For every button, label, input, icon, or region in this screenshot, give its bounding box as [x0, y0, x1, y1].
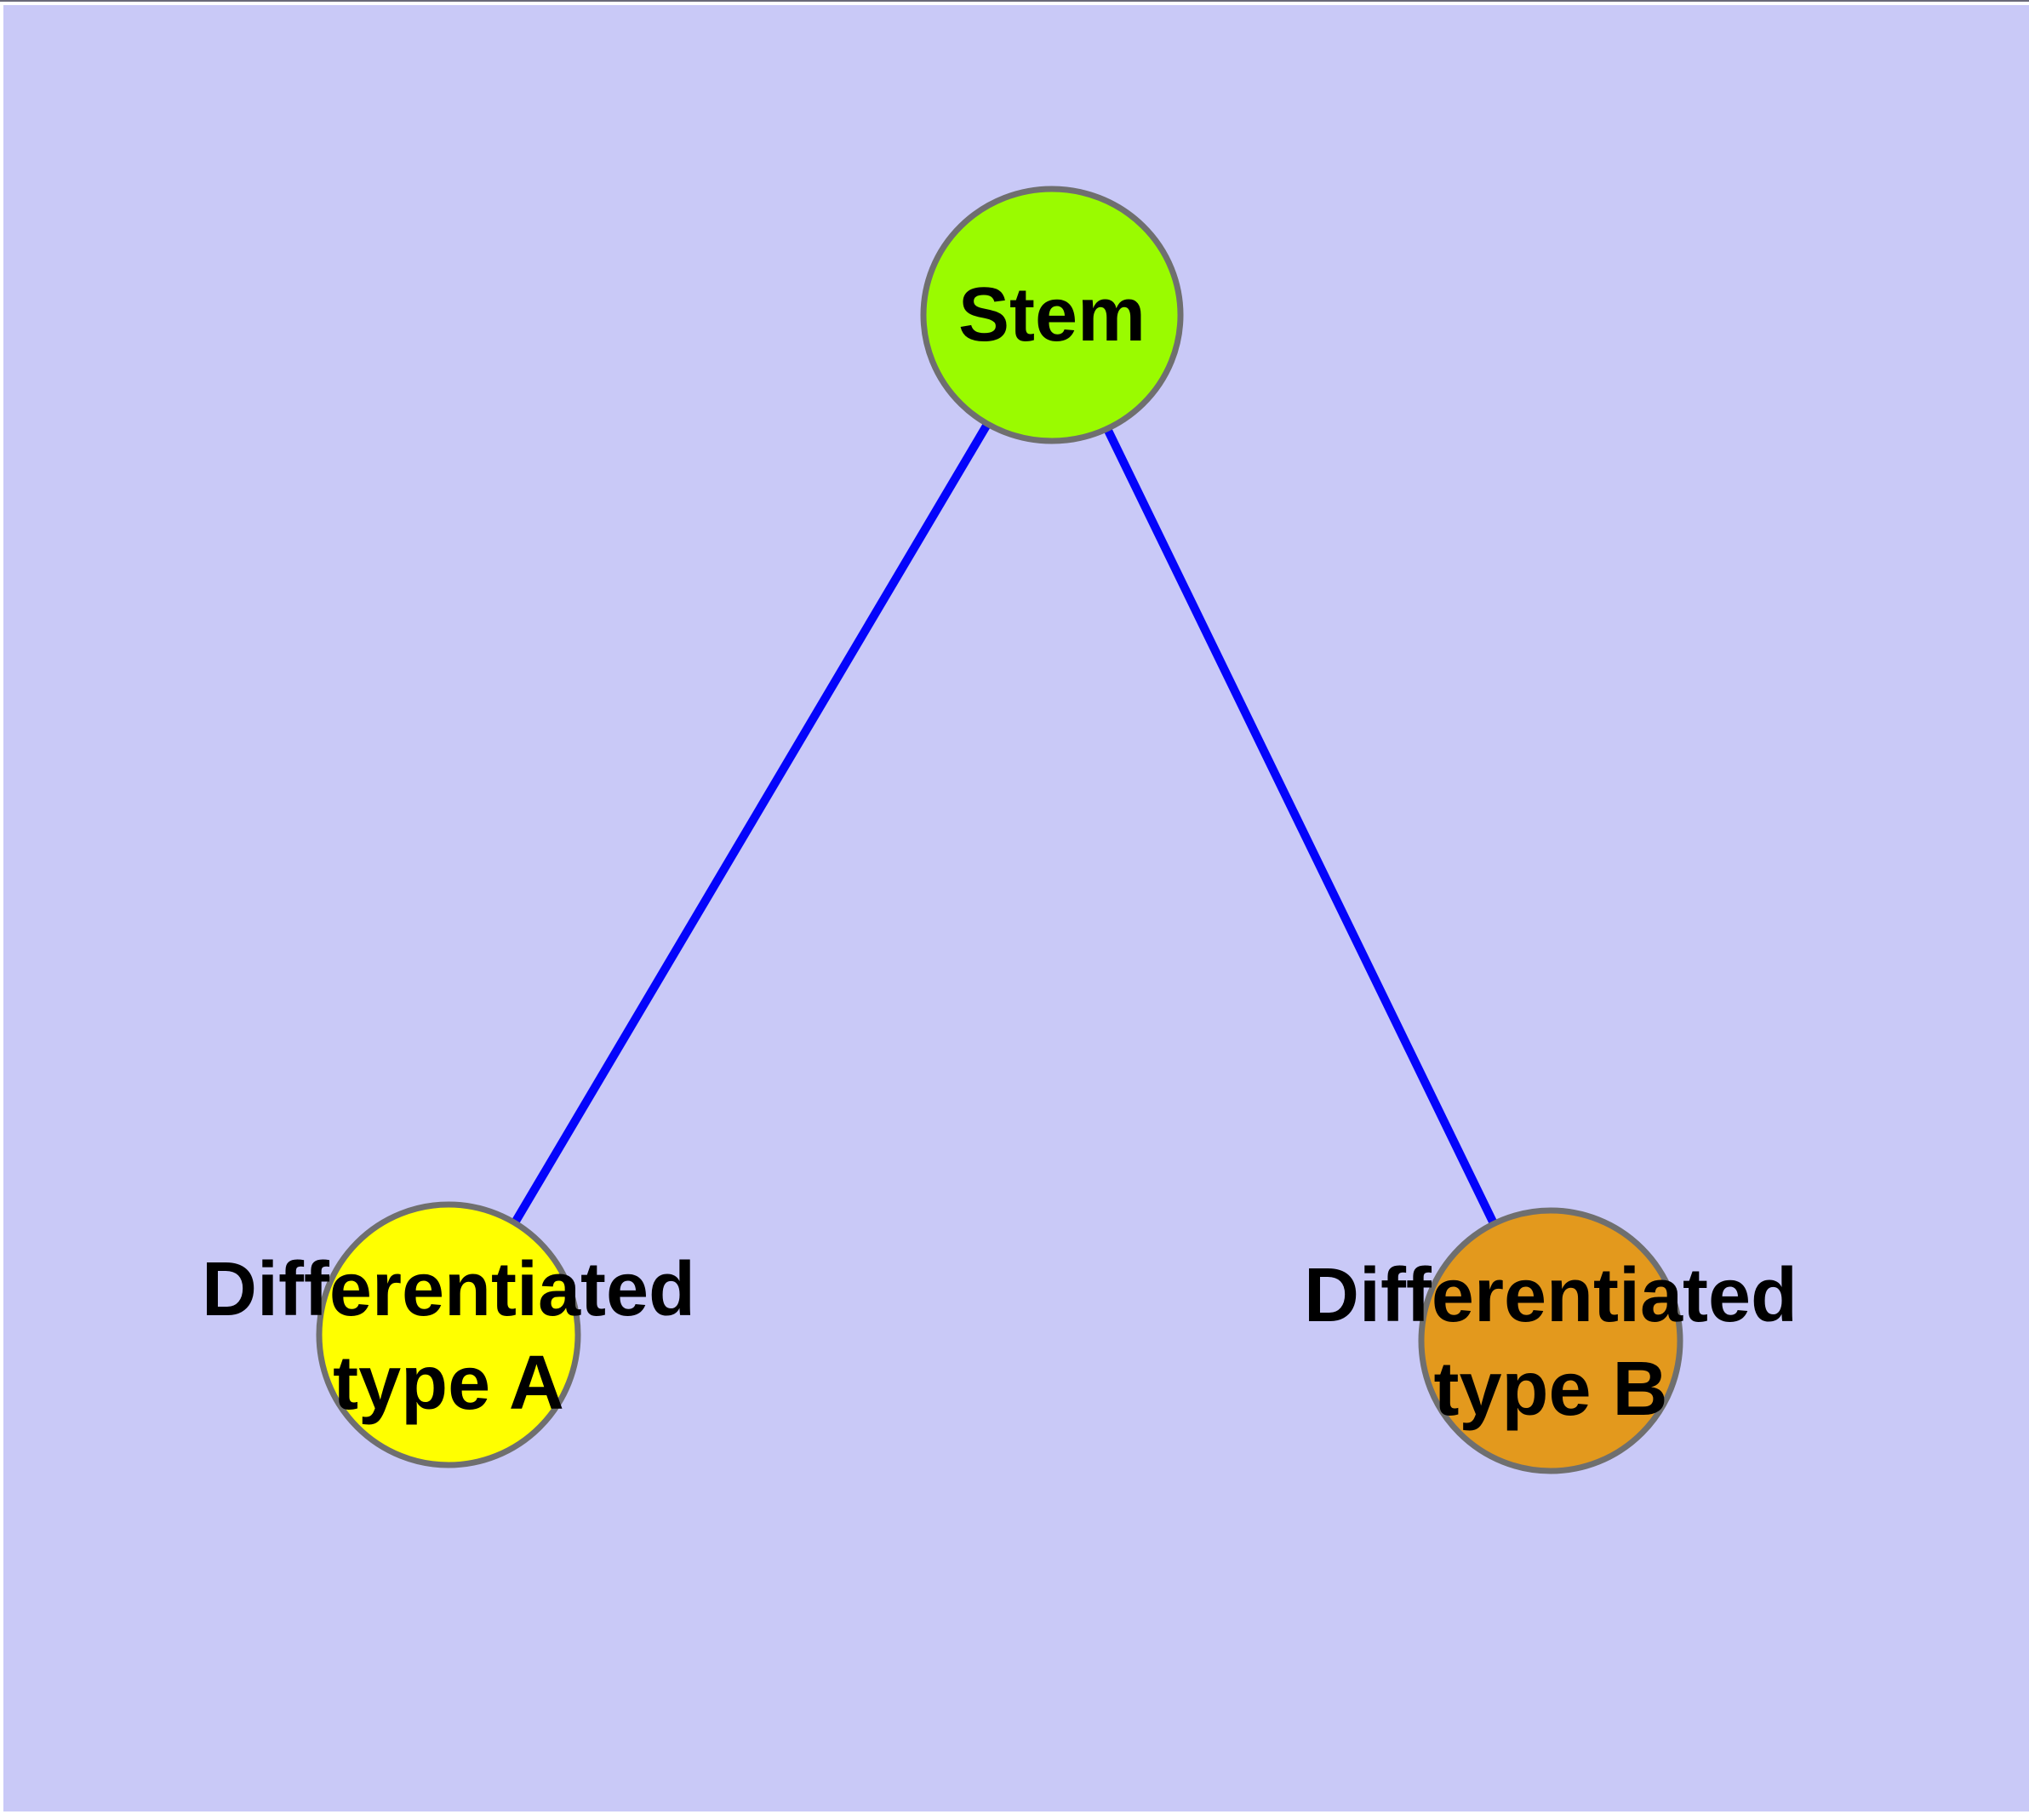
node-type-a-label-line2: type A: [333, 1341, 564, 1426]
node-differentiated-type-b: [1418, 1207, 1683, 1474]
node-type-b-label-line1: Differentiated: [1304, 1253, 1798, 1338]
node-differentiated-type-a: [316, 1201, 581, 1468]
top-hairline: [0, 0, 2029, 2]
node-type-a-label-line1: Differentiated: [202, 1247, 695, 1332]
edge-stem-to-type-b: [1048, 312, 1555, 1343]
node-stem-label: Stem: [958, 272, 1146, 358]
edge-stem-to-type-a: [444, 312, 1056, 1337]
node-stem: [920, 186, 1184, 444]
node-type-b-label-line2: type B: [1433, 1347, 1667, 1432]
